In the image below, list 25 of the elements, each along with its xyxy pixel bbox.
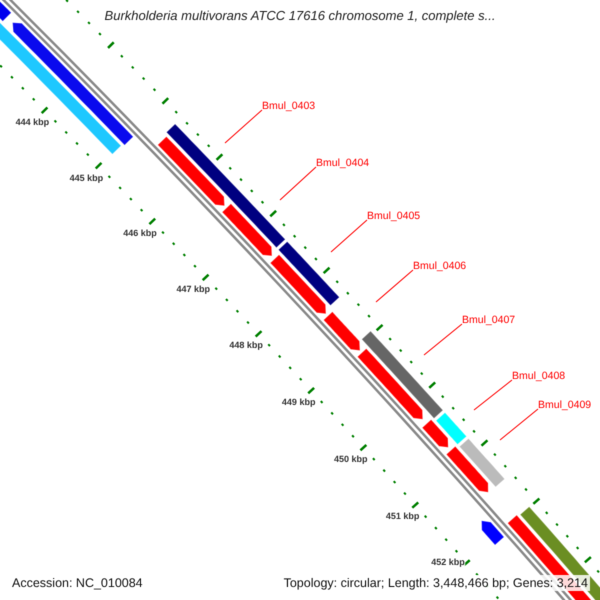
- position-label: 450 kbp: [334, 454, 368, 464]
- leader-line: [424, 324, 462, 356]
- position-label: 449 kbp: [282, 397, 316, 408]
- leader-line: [224, 110, 262, 144]
- gene-label: Bmul_0409: [538, 399, 592, 411]
- gene-label: Bmul_0405: [367, 210, 420, 222]
- gene-label: Bmul_0406: [413, 260, 466, 272]
- leader-line: [330, 220, 368, 252]
- gene-label: Bmul_0408: [512, 370, 566, 382]
- gene-label: Bmul_0407: [462, 314, 516, 326]
- position-label: 445 kbp: [70, 172, 104, 182]
- gene-label: Bmul_0403: [262, 100, 316, 112]
- position-label: 451 kbp: [386, 511, 420, 522]
- gene-label: Bmul_0404: [316, 157, 370, 169]
- position-label: 452 kbp: [431, 557, 465, 568]
- position-label: 447 kbp: [176, 284, 210, 294]
- leader-line: [474, 380, 512, 410]
- genome-summary-text: Topology: circular; Length: 3,448,466 bp; Genes: 3,214: [282, 575, 590, 591]
- position-label: 446 kbp: [123, 228, 157, 238]
- leader-line: [500, 408, 538, 440]
- leader-line: [376, 270, 414, 302]
- leader-line: [280, 166, 316, 200]
- accession-text: Accession: NC_010084: [10, 575, 145, 591]
- position-label: 448 kbp: [229, 340, 263, 350]
- position-label: 444 kbp: [16, 117, 50, 128]
